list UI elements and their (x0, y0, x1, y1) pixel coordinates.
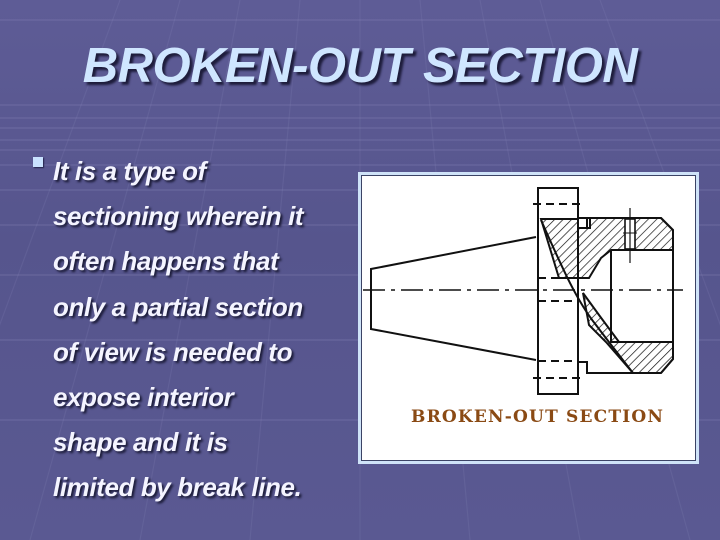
figure-caption: BROKEN-OUT SECTION (411, 407, 665, 427)
slide-title: BROKEN-OUT SECTION (82, 39, 638, 93)
bullet-line: of view is needed to (53, 336, 293, 367)
bullet-line: It is a type of (53, 156, 206, 186)
bullet-line: sectioning wherein it (53, 201, 304, 232)
bullet-text: It is a type of sectioning wherein it of… (53, 149, 353, 511)
bullet-line: often happens that (53, 246, 279, 277)
bullet-line: only a partial section (53, 291, 303, 322)
square-bullet-icon (33, 157, 43, 167)
bullet-item: It is a type of sectioning wherein it of… (33, 149, 353, 511)
bullet-line: limited by break line. (53, 472, 302, 503)
bullet-line: expose interior (53, 382, 234, 413)
broken-out-section-drawing (363, 187, 683, 395)
section-drawing-figure: BROKEN-OUT SECTION (358, 172, 699, 464)
bullet-line: shape and it is (53, 427, 228, 458)
